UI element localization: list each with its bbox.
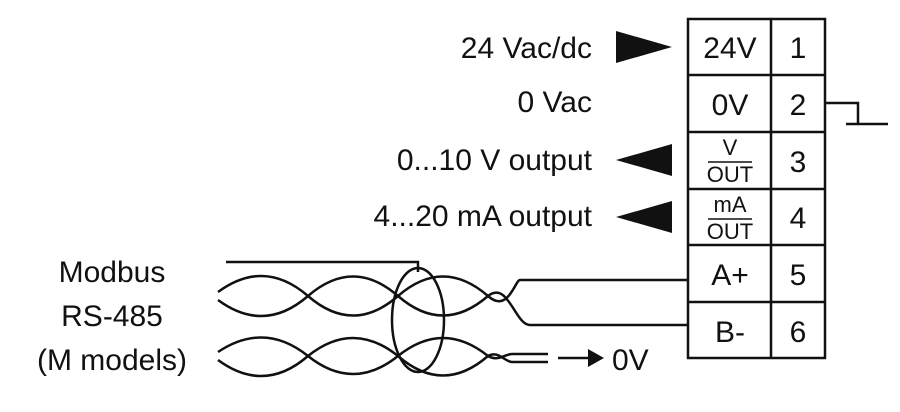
terminal-number-6: 6: [790, 316, 807, 349]
terminal-label-0v: 0V: [712, 89, 749, 122]
shield-arrow-icon: [588, 349, 604, 367]
ma-output-label: 4...20 mA output: [374, 200, 593, 233]
modbus-label: Modbus: [59, 256, 166, 289]
cable-shield-icon: [390, 266, 446, 374]
terminal-number-2: 2: [790, 89, 807, 122]
output-arrow-icon: [616, 201, 672, 233]
terminal-label-b-minus: B-: [715, 316, 745, 349]
shield-drain-wire: [226, 260, 420, 272]
terminal-number-1: 1: [790, 32, 807, 65]
zero-label: 0 Vac: [518, 86, 593, 119]
models-label: (M models): [37, 344, 187, 377]
output-arrow-icon: [616, 144, 672, 176]
terminal-number-5: 5: [790, 259, 807, 292]
supply-label: 24 Vac/dc: [461, 32, 592, 65]
shield-target-label: 0V: [612, 344, 649, 377]
terminal-number-4: 4: [790, 202, 807, 235]
terminal-label-ma: mA: [714, 192, 747, 217]
volt-output-label: 0...10 V output: [397, 144, 593, 177]
terminal-label-out: OUT: [707, 162, 753, 187]
rs485-label: RS-485: [61, 300, 163, 333]
twisted-pair-wire-b: [217, 275, 688, 327]
terminal-label-out: OUT: [707, 219, 753, 244]
terminal-label-v: V: [723, 135, 738, 160]
input-arrow-icon: [616, 31, 672, 63]
terminal-number-3: 3: [790, 146, 807, 179]
terminal-label-24v: 24V: [703, 32, 756, 65]
terminal-label-a-plus: A+: [711, 259, 749, 292]
ground-wire: [825, 101, 860, 124]
